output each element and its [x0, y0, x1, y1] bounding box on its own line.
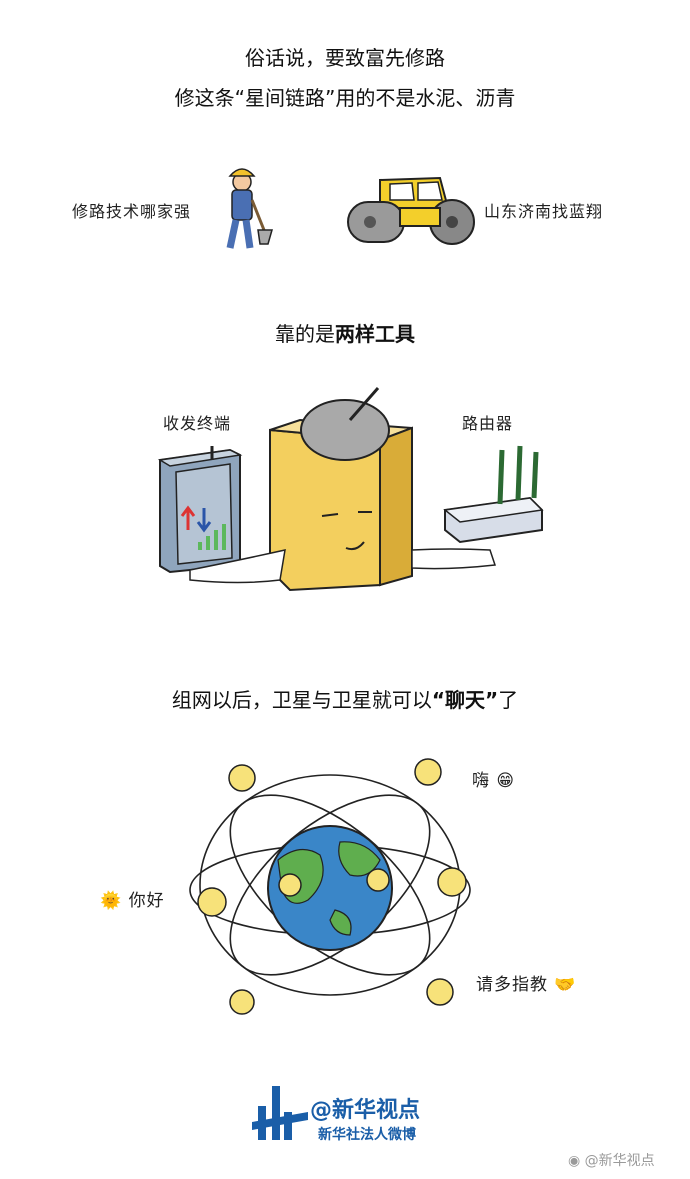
- sun-emoji-icon: 🌞: [100, 891, 123, 911]
- network-title-bold: “聊天”: [431, 688, 499, 712]
- tools-title: 靠的是两样工具: [0, 318, 690, 347]
- weibo-icon: ◉: [568, 1153, 581, 1169]
- tools-title-prefix: 靠的是: [275, 322, 335, 346]
- watermark-text: @新华视点: [584, 1153, 655, 1169]
- network-title-prefix: 组网以后，卫星与卫星就可以: [171, 688, 432, 712]
- message-hi-text: 嗨: [472, 771, 490, 791]
- xinhua-logo-icon: [252, 1086, 308, 1140]
- header-line-1: 俗话说，要致富先修路: [245, 46, 445, 70]
- header-line-2: 修这条“星间链路”用的不是水泥、沥青: [174, 86, 516, 110]
- message-advice-text: 请多指教: [476, 975, 548, 995]
- message-advice: 请多指教 🤝: [476, 970, 577, 995]
- worker-illustration: [226, 168, 273, 249]
- message-hello-text: 你好: [128, 891, 165, 911]
- handshake-emoji-icon: 🤝: [554, 975, 577, 995]
- road-roller-illustration: [347, 176, 475, 245]
- grin-emoji-icon: 😁: [496, 771, 516, 791]
- tools-title-bold: 两样工具: [335, 322, 415, 346]
- brand-sub: 新华社法人微博: [318, 1127, 416, 1143]
- network-title-suffix: 了: [498, 688, 519, 712]
- satellite-box-illustration: [157, 387, 544, 592]
- router-label: 路由器: [462, 414, 514, 433]
- left-caption: 修路技术哪家强: [72, 202, 192, 221]
- right-caption: 山东济南找蓝翔: [484, 202, 604, 221]
- message-hello: 🌞 你好: [100, 886, 165, 911]
- network-title: 组网以后，卫星与卫星就可以“聊天”了: [0, 684, 690, 713]
- brand-main: @新华视点: [310, 1098, 421, 1123]
- message-hi: 嗨 😁: [472, 766, 515, 791]
- watermark: ◉ @新华视点: [568, 1150, 655, 1170]
- transceiver-label: 收发终端: [163, 414, 232, 433]
- satellite-network-illustration: [189, 758, 471, 1015]
